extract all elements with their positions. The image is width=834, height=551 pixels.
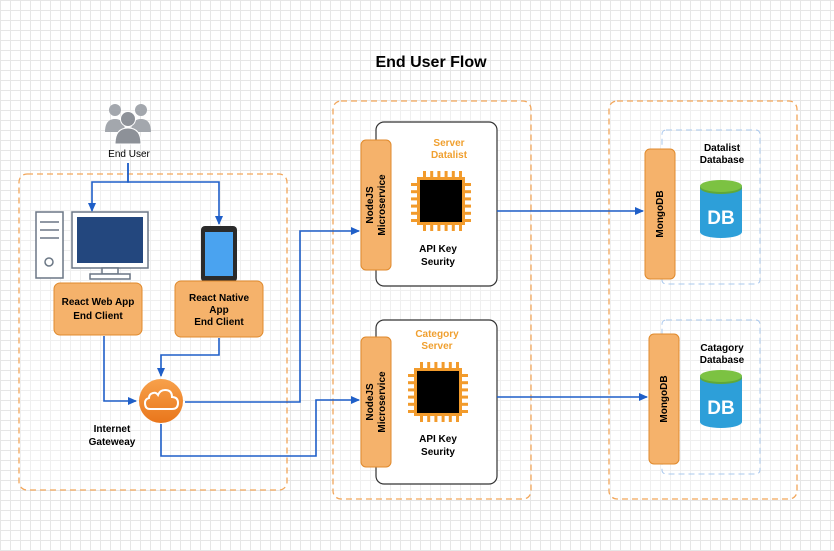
- end-user-label: End User: [108, 149, 150, 160]
- gateway-label-2: Gateweay: [89, 437, 136, 448]
- database-icon: DB: [700, 370, 742, 428]
- end-user-icon: [105, 104, 151, 145]
- react-native-label-1: React Native: [189, 293, 249, 304]
- nodejs-microservice-top: [360, 139, 392, 271]
- mobile-phone-icon: [201, 226, 237, 282]
- server-datalist-header-1: Server: [433, 138, 464, 149]
- server-datalist-header-2: Datalist: [431, 150, 468, 161]
- react-native-app-box: [174, 280, 264, 338]
- datalist-db-name-1: Datalist: [704, 143, 741, 154]
- category-db-group: [661, 319, 761, 475]
- mongodb-top-label: MongoDB: [655, 190, 666, 237]
- react-web-app-box: [53, 282, 143, 336]
- arrow-gateway-to-server-top: [185, 227, 360, 403]
- mongodb-box-bottom: [648, 333, 680, 465]
- datalist-db-group: [661, 129, 761, 285]
- category-server-header-2: Server: [421, 341, 452, 352]
- db-icon-text: DB: [707, 398, 734, 419]
- gateway-label-1: Internet: [94, 424, 131, 435]
- react-native-label-2: App: [209, 305, 228, 316]
- arrow-web-to-gateway: [103, 336, 137, 405]
- category-server-header-1: Category: [415, 329, 459, 340]
- react-native-label-3: End Client: [194, 317, 244, 328]
- nodejs-microservice-bottom: [360, 336, 392, 468]
- api-key-top-label-1: API Key: [419, 244, 457, 255]
- microservice-bottom-label-2: Microservice: [377, 371, 388, 433]
- api-key-bottom-label-1: API Key: [419, 434, 457, 445]
- microservice-top-label-1: NodeJS: [365, 186, 376, 224]
- mongodb-box-top: [644, 148, 676, 280]
- cpu-chip-icon: [408, 362, 468, 422]
- arrow-user-to-native: [127, 163, 223, 225]
- cpu-chip-icon: [411, 171, 471, 231]
- db-icon-text: DB: [707, 208, 734, 229]
- diagram-title: End User Flow: [375, 54, 487, 71]
- microservice-top-label-2: Microservice: [377, 174, 388, 236]
- datalist-db-name-2: Database: [700, 155, 745, 166]
- cloud-gateway-icon: [139, 379, 183, 423]
- arrow-native-to-gateway: [157, 338, 220, 377]
- arrow-gateway-to-server-bottom: [160, 396, 360, 457]
- api-key-bottom-label-2: Seurity: [421, 447, 455, 458]
- category-db-name-1: Catagory: [700, 343, 744, 354]
- react-web-app-label-2: End Client: [73, 311, 123, 322]
- mongodb-bottom-label: MongoDB: [659, 375, 670, 422]
- database-icon: DB: [700, 180, 742, 238]
- api-key-top-label-2: Seurity: [421, 257, 455, 268]
- microservice-bottom-label-1: NodeJS: [365, 383, 376, 421]
- react-web-app-label-1: React Web App: [62, 297, 135, 308]
- desktop-computer-icon: [35, 211, 149, 280]
- category-db-name-2: Database: [700, 355, 745, 366]
